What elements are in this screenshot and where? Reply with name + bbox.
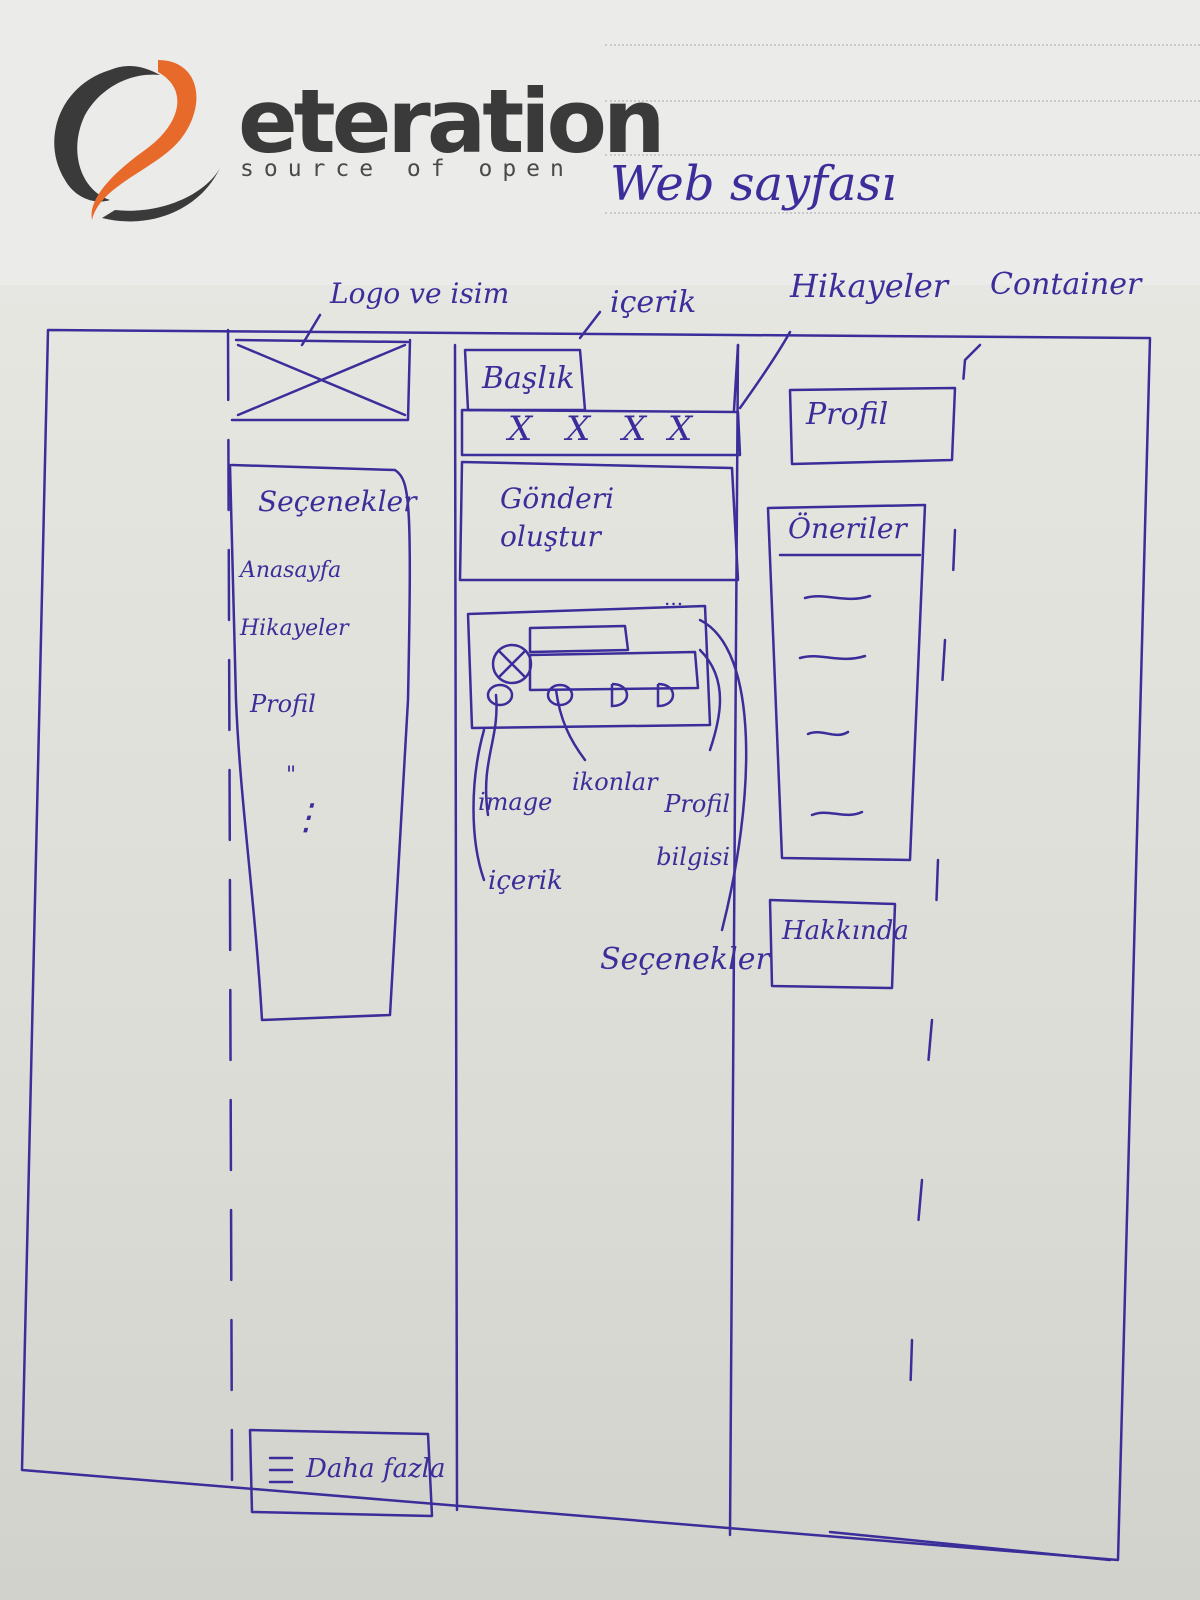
profile-box xyxy=(788,386,957,466)
post-card-box xyxy=(466,604,712,730)
ruled-line xyxy=(605,100,1200,102)
page-container-outline xyxy=(20,328,1152,1562)
post-line-box xyxy=(528,650,700,692)
profile-info-label: Profil bilgisi xyxy=(656,790,730,871)
suggestion-item xyxy=(810,810,864,817)
menu-item-home: Anasayfa xyxy=(240,558,342,583)
sketch-title: Web sayfası xyxy=(610,156,897,212)
avatar-placeholder-cross xyxy=(498,650,526,678)
suggestion-item xyxy=(806,730,850,737)
like-icon xyxy=(486,683,514,707)
menu-item-stories: Hikayeler xyxy=(240,616,349,641)
suggestions-panel xyxy=(766,503,927,862)
story-placeholder-2: X xyxy=(566,409,591,449)
right-column-border xyxy=(908,343,982,1402)
avatar-placeholder xyxy=(491,643,533,685)
menu-title: Seçenekler xyxy=(258,485,417,518)
stories-annotation: Hikayeler xyxy=(790,267,949,305)
stories-row-box xyxy=(460,408,742,457)
suggestion-item xyxy=(803,594,872,601)
share-icon xyxy=(610,682,629,708)
about-box-label: Hakkında xyxy=(782,916,909,946)
profile-box-label: Profil xyxy=(806,397,889,432)
more-button-box xyxy=(248,1428,434,1518)
content-label: içerik xyxy=(488,866,563,896)
logo-swirl-icon xyxy=(54,60,220,222)
menu-more-mark: " xyxy=(286,763,297,788)
right-divider xyxy=(732,343,740,412)
menu-more-dots: ⋮ xyxy=(288,797,324,838)
ruled-line xyxy=(605,212,1200,214)
about-box xyxy=(768,898,897,990)
logo-box xyxy=(234,338,410,344)
stories-arrow xyxy=(738,330,792,410)
middle-column-border xyxy=(728,343,740,1537)
logo-box xyxy=(230,338,412,422)
notebook-page-header xyxy=(0,0,1200,285)
brand-tagline: source of open xyxy=(240,156,574,182)
image-label: image xyxy=(478,788,553,816)
comment-icon xyxy=(546,683,574,707)
post-create-label: Gönderi oluştur xyxy=(500,482,615,553)
brand-logo: eteration source of open xyxy=(40,50,666,239)
post-line-box xyxy=(528,624,630,654)
container-annotation: Container xyxy=(990,267,1142,302)
suggestion-item xyxy=(798,654,867,661)
left-column-border xyxy=(226,328,234,1482)
content-annotation: içerik xyxy=(610,285,697,320)
page-container-outline xyxy=(828,1530,1112,1562)
options-label: Seçenekler xyxy=(600,942,770,977)
options-arrow xyxy=(698,618,748,932)
story-placeholder-3: X xyxy=(622,409,647,449)
story-placeholder-4: X xyxy=(668,409,693,449)
brand-wordmark: eteration xyxy=(238,70,666,173)
content-arrow xyxy=(578,310,602,340)
ruled-line xyxy=(605,44,1200,46)
story-placeholder-1: X xyxy=(508,409,559,449)
profile-arrow xyxy=(698,648,722,752)
logo-placeholder-cross xyxy=(236,343,407,417)
left-menu-panel xyxy=(228,463,412,1022)
more-button: Daha fazla xyxy=(306,1454,446,1484)
hamburger-icon xyxy=(268,1456,294,1484)
post-menu-icon: ... xyxy=(664,586,684,610)
middle-column-border xyxy=(453,343,459,1512)
logo-arrow xyxy=(300,313,322,347)
icons-arrow xyxy=(554,688,587,762)
menu-item-profile: Profil xyxy=(250,690,316,718)
save-icon xyxy=(656,682,675,708)
icons-label: ikonlar xyxy=(572,768,658,796)
logo-annotation: Logo ve isim xyxy=(330,277,510,310)
title-box-label: Başlık xyxy=(482,361,575,396)
post-create-box xyxy=(458,460,740,582)
image-arrow xyxy=(484,693,498,817)
ruled-line xyxy=(605,154,1200,156)
content-arrow xyxy=(472,728,486,882)
suggestions-title: Öneriler xyxy=(788,512,907,545)
